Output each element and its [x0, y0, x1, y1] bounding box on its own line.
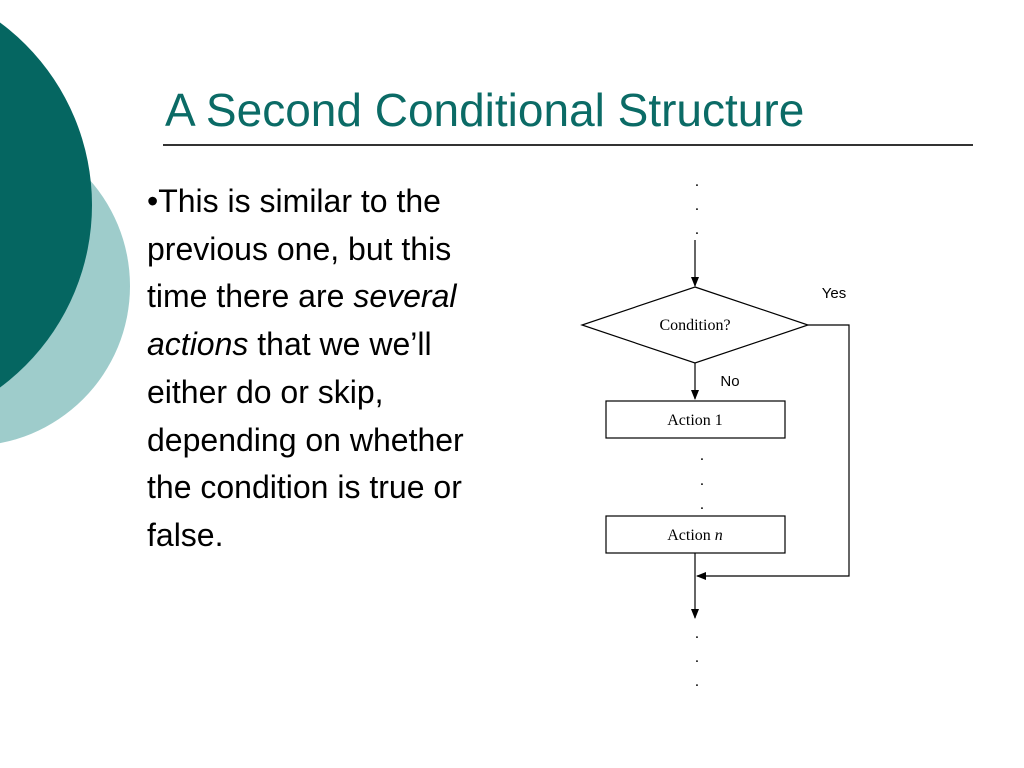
ellipsis-bottom-1: .: [695, 625, 699, 642]
action-n-label: Action n: [667, 527, 723, 544]
action-n-variable: n: [715, 527, 723, 544]
bullet-paragraph: •This is similar to the previous one, bu…: [147, 178, 477, 560]
title-underline: [163, 144, 973, 146]
action-n-box: [605, 515, 786, 554]
decision-label: Condition?: [659, 317, 730, 334]
action-1-box: [605, 400, 786, 439]
ellipsis-mid-2: .: [700, 472, 704, 489]
ellipsis-mid-1: .: [700, 447, 704, 464]
bullet-emphasis-actions: actions: [147, 326, 249, 363]
no-label: No: [720, 373, 739, 390]
action-n-prefix: Action: [667, 527, 715, 544]
ellipsis-top-2: .: [695, 197, 699, 214]
action-1-label: Action 1: [667, 412, 723, 429]
ellipsis-mid-3: .: [700, 496, 704, 513]
yes-label: Yes: [822, 285, 846, 302]
bullet-emphasis-several: several: [353, 278, 457, 315]
slide-title: A Second Conditional Structure: [165, 84, 805, 136]
decor-circle-dark: [0, 22, 92, 388]
bullet-marker: •: [147, 183, 159, 219]
ellipsis-top-1: .: [695, 173, 699, 190]
decorative-circles: [0, 22, 130, 444]
bullet-text-part1: This is similar to the previous one, but…: [147, 183, 452, 315]
ellipsis-top-3: .: [695, 221, 699, 238]
ellipsis-bottom-3: .: [695, 673, 699, 690]
ellipsis-bottom-2: .: [695, 649, 699, 666]
bullet-text-part2: that we we’ll either do or skip, dependi…: [147, 326, 464, 553]
yes-branch-line: [696, 324, 850, 580]
